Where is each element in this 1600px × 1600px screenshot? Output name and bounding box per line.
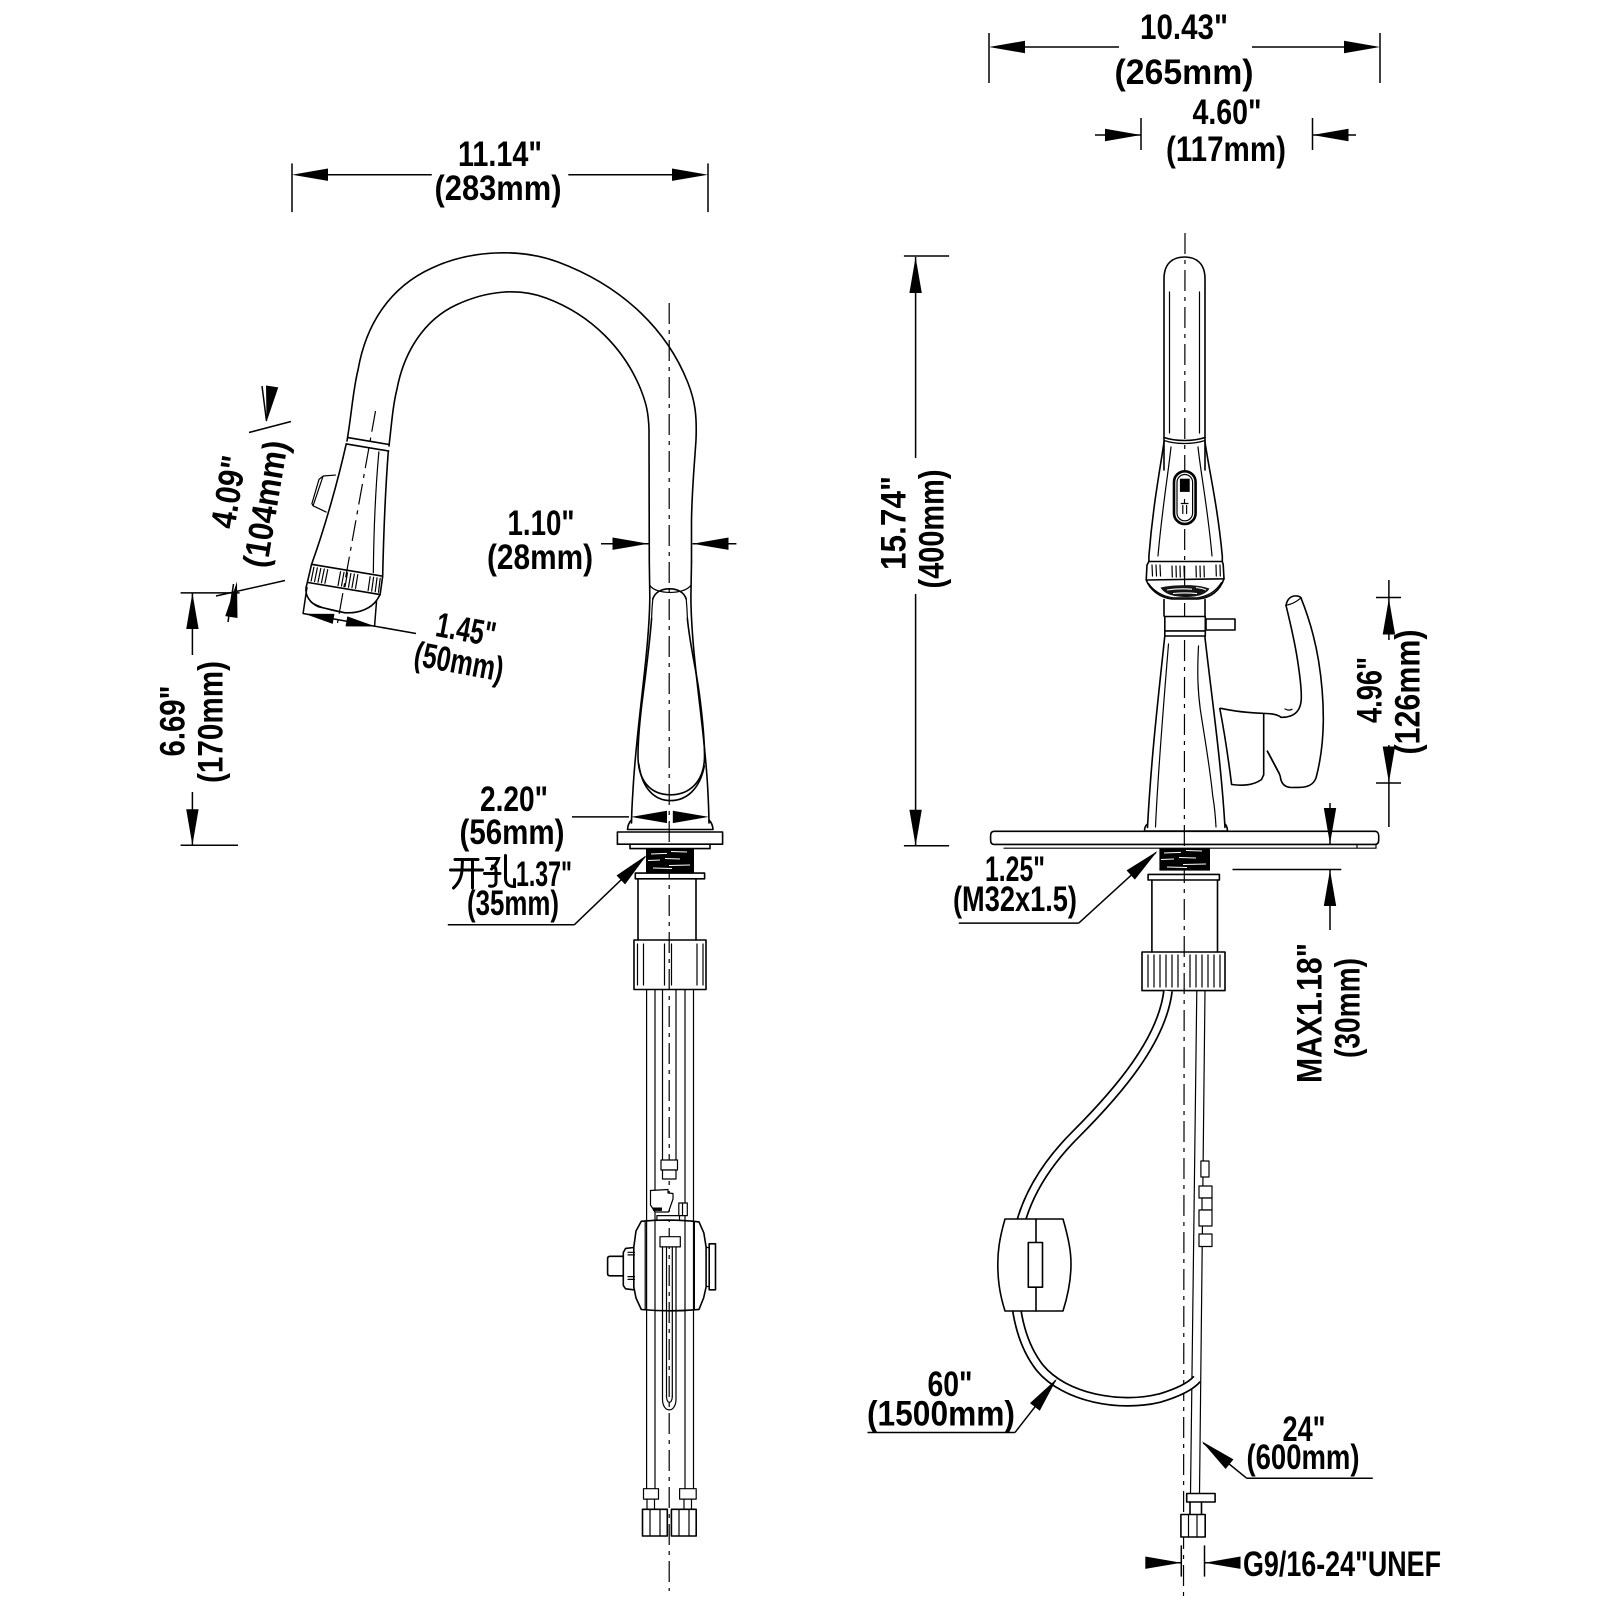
- svg-text:(28mm): (28mm): [487, 538, 593, 577]
- svg-text:(265mm): (265mm): [1115, 53, 1254, 92]
- svg-text:(117mm): (117mm): [1166, 130, 1286, 169]
- svg-text:1.37": 1.37": [516, 855, 572, 894]
- svg-text:4.60": 4.60": [1193, 93, 1262, 132]
- svg-text:11.14": 11.14": [458, 135, 542, 174]
- svg-text:(600mm): (600mm): [1247, 1438, 1360, 1477]
- svg-text:(35mm): (35mm): [467, 884, 559, 923]
- svg-text:(283mm): (283mm): [435, 169, 562, 208]
- svg-text:(56mm): (56mm): [460, 813, 565, 852]
- svg-text:2.20": 2.20": [480, 780, 548, 819]
- svg-text:6.69": 6.69": [154, 686, 193, 757]
- svg-text:10.43": 10.43": [1140, 8, 1228, 47]
- svg-text:24": 24": [1283, 1410, 1326, 1449]
- svg-text:(400mm): (400mm): [913, 470, 952, 589]
- svg-text:(1500mm): (1500mm): [867, 1395, 1015, 1434]
- svg-text:4.96": 4.96": [1351, 657, 1390, 723]
- svg-text:(30mm): (30mm): [1329, 958, 1368, 1058]
- svg-text:G9/16-24"UNEF: G9/16-24"UNEF: [1243, 1545, 1441, 1584]
- svg-text:15.74": 15.74": [875, 476, 914, 570]
- svg-text:MAX1.18": MAX1.18": [1291, 943, 1330, 1083]
- svg-text:(170mm): (170mm): [192, 661, 231, 783]
- svg-text:(126mm): (126mm): [1389, 630, 1428, 755]
- svg-text:1.10": 1.10": [508, 504, 575, 543]
- svg-text:(M32x1.5): (M32x1.5): [953, 880, 1077, 919]
- svg-text:60": 60": [928, 1365, 973, 1404]
- svg-text:1.25": 1.25": [985, 850, 1045, 889]
